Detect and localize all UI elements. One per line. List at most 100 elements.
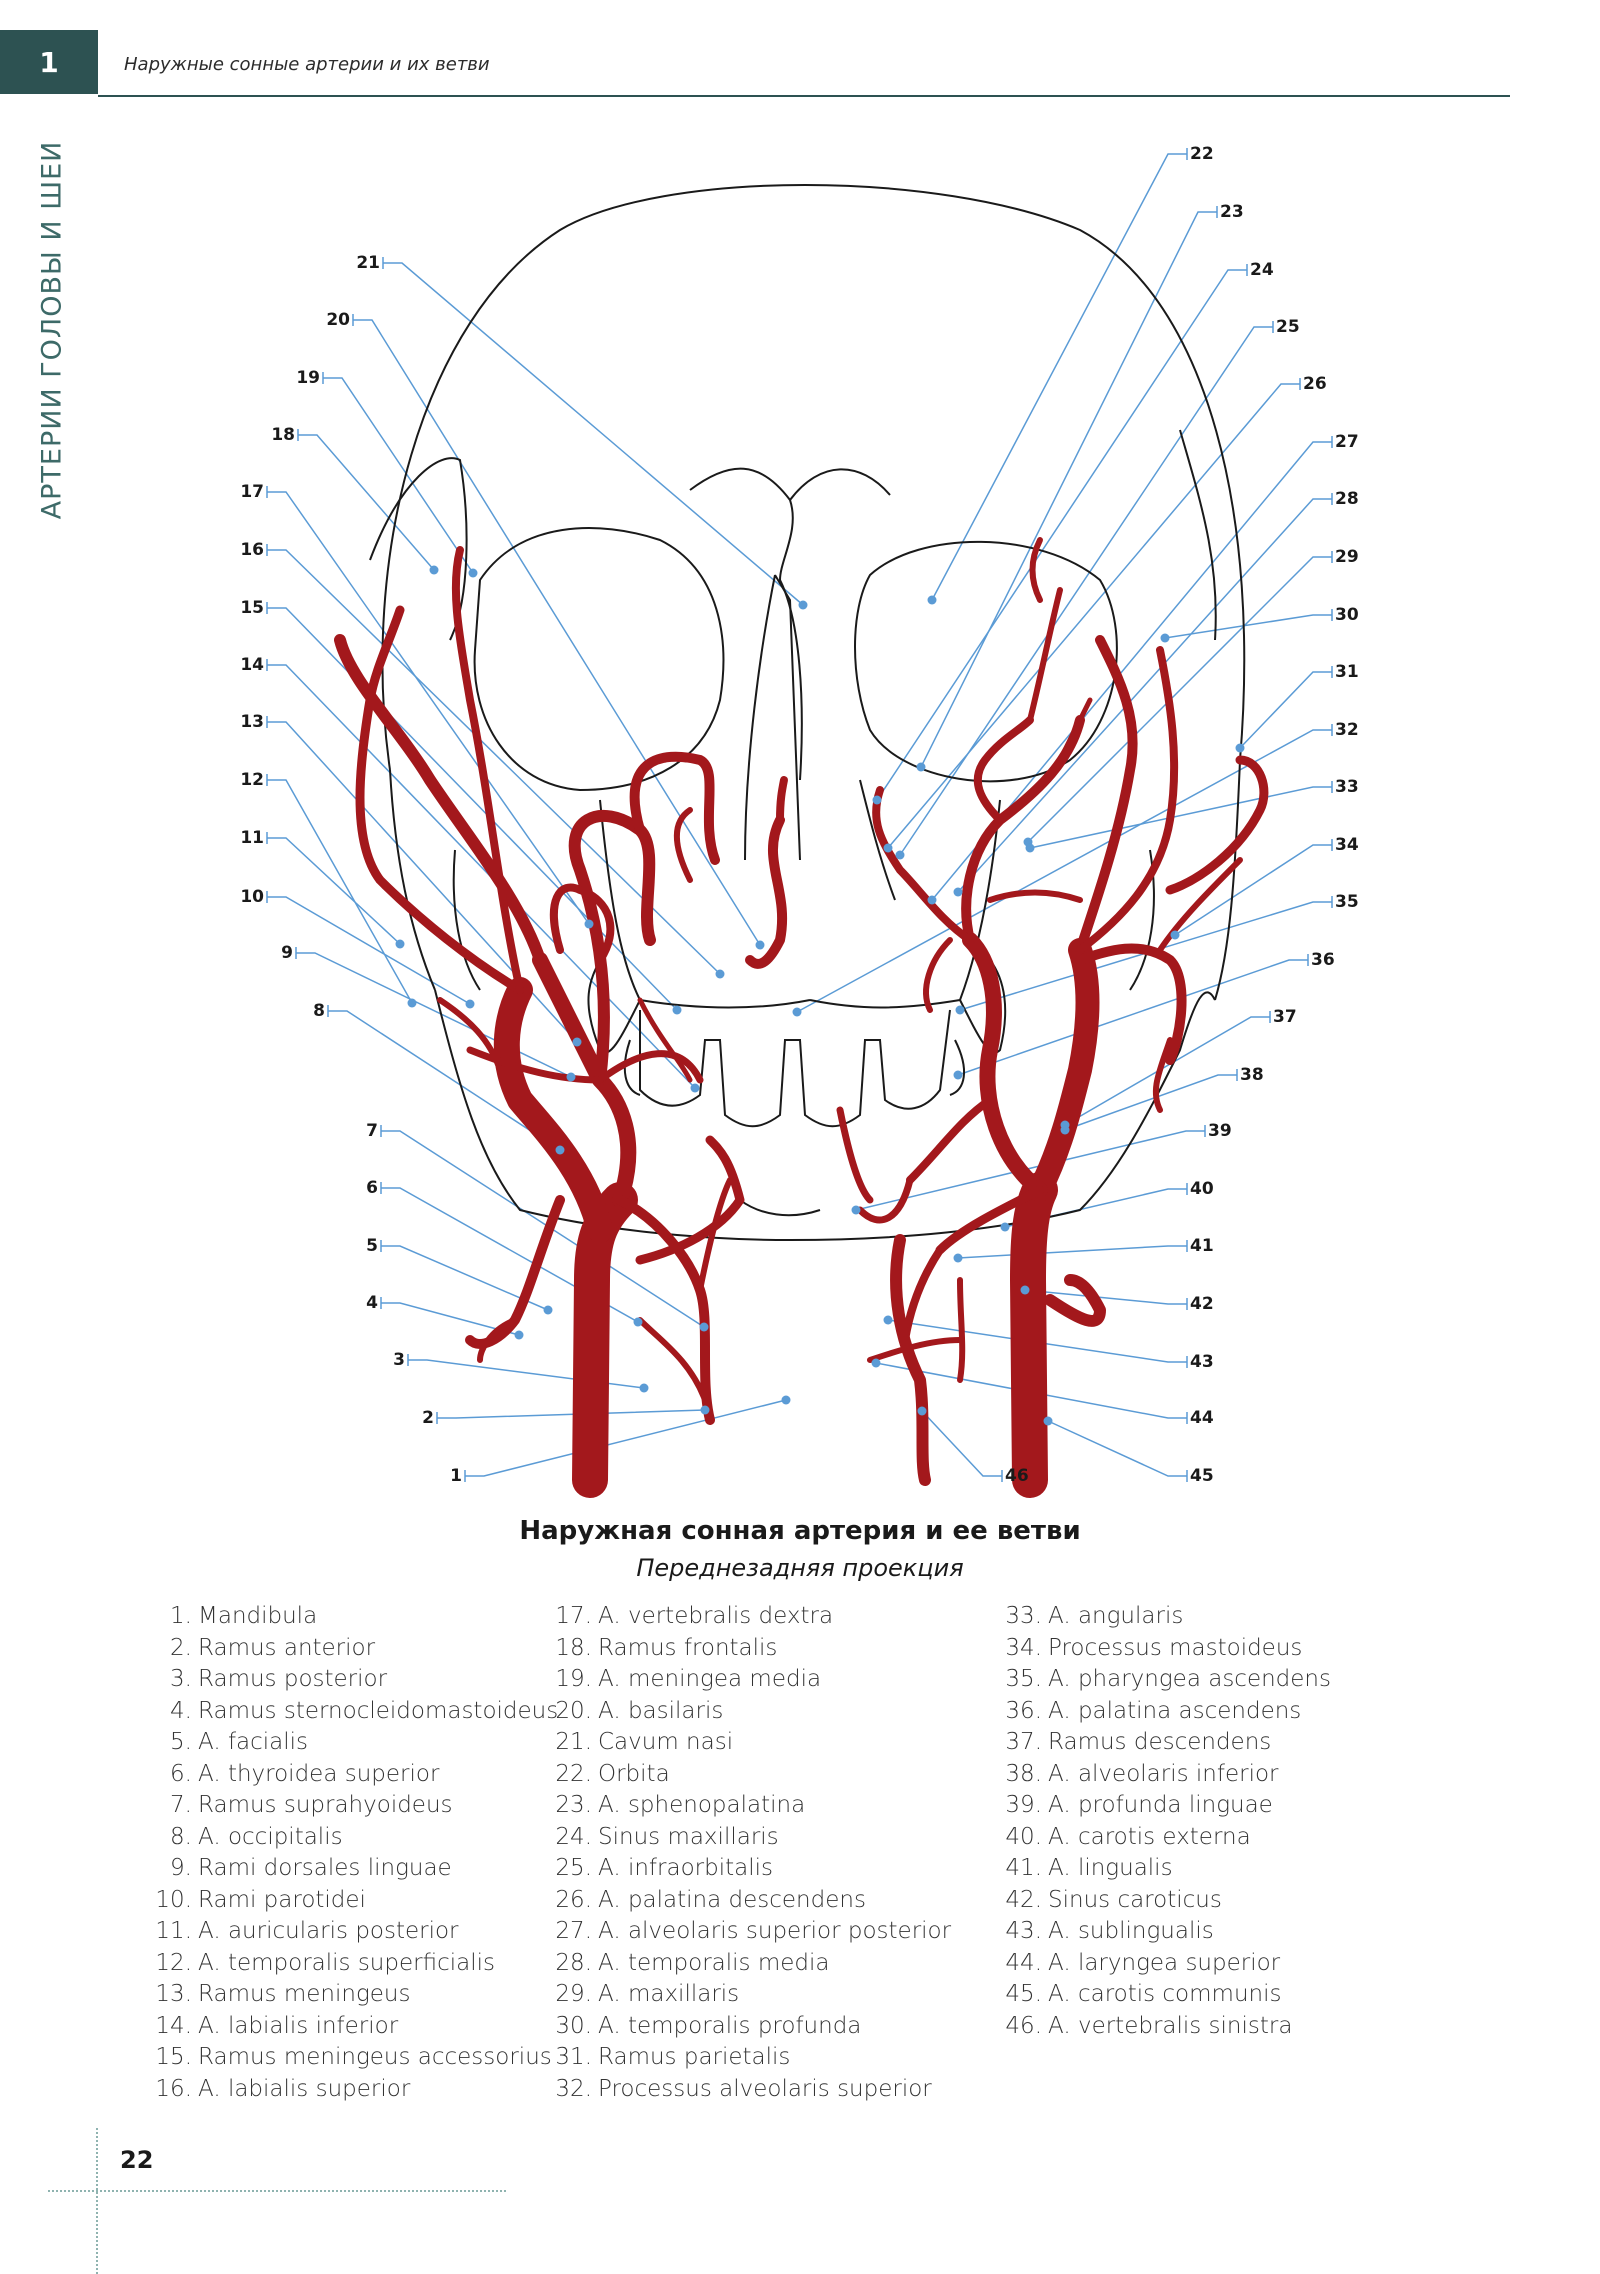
legend-item: 46.A. vertebralis sinistra [998,2013,1331,2045]
callout-7: 7 [366,1121,709,1332]
legend-item: 24.Sinus maxillaris [548,1824,951,1856]
legend-number: 16. [155,2075,192,2102]
callout-number: 23 [1220,202,1244,222]
callout-target-dot [1043,1416,1053,1426]
callout-number: 4 [366,1293,378,1313]
callout-35: 35 [955,892,1359,1015]
legend-number: 3. [170,1666,192,1692]
callout-leader [957,1245,1187,1259]
callout-leader [931,441,1332,901]
legend-item: 44.A. laryngea superior [998,1950,1331,1982]
legend-name: A. carotis communis [1048,1981,1282,2007]
legend-item: 4.Ramus sternocleidomastoideus [98,1698,558,1730]
legend-item: 33.A. angularis [998,1603,1331,1635]
callout-20: 20 [326,310,765,950]
legend-name: Rami dorsales linguae [198,1855,452,1881]
callout-target-dot [699,1322,709,1332]
callout-number: 35 [1335,892,1359,912]
legend-item: 37.Ramus descendens [998,1729,1331,1761]
callout-24: 24 [872,260,1274,805]
legend-item: 11.A. auricularis posterior [98,1918,558,1950]
callout-target-dot [514,1330,524,1340]
legend-item: 34.Processus mastoideus [998,1635,1331,1667]
legend-item: 22.Orbita [548,1761,951,1793]
legend-number: 43. [1005,1918,1042,1944]
callout-28: 28 [953,489,1359,897]
callout-target-dot [798,600,808,610]
callout-43: 43 [883,1315,1214,1372]
legend-name: Ramus suprahyoideus [198,1792,453,1818]
callout-number: 43 [1190,1352,1214,1372]
callout-target-dot [916,762,926,772]
legend-number: 1. [170,1603,192,1629]
callout-number: 14 [240,655,264,675]
legend-item: 3.Ramus posterior [98,1666,558,1698]
callout-leader [353,319,761,946]
legend-name: A. alveolaris superior posterior [598,1918,952,1944]
legend-name: Sinus caroticus [1048,1886,1222,1913]
legend-number: 28. [555,1949,592,1976]
legend-item: 1.Mandibula [98,1603,558,1635]
legend-item: 42.Sinus caroticus [998,1887,1331,1919]
legend-number: 2. [170,1634,192,1661]
legend-number: 31. [555,2044,592,2070]
legend-number: 10. [155,1886,192,1913]
callout-number: 28 [1335,489,1359,509]
legend-item: 5.A. facialis [98,1729,558,1761]
legend-number: 41. [1005,1855,1042,1881]
callout-target-dot [883,1315,893,1325]
legend-number: 8. [170,1823,192,1850]
callout-target-dot [572,1037,582,1047]
callout-leader [957,498,1332,893]
callout-leader [267,721,578,1043]
legend-name: A. vertebralis sinistra [1048,2012,1293,2039]
teeth [639,1009,951,1128]
callout-leader [383,262,804,606]
callout-15: 15 [240,598,682,1015]
callout-target-dot [1020,1285,1030,1295]
callout-number: 30 [1335,605,1359,625]
callout-34: 34 [1170,835,1359,940]
legend-item: 9.Rami dorsales linguae [98,1855,558,1887]
legend-name: Ramus meningeus [198,1981,411,2007]
callout-number: 27 [1335,432,1359,452]
callout-leader [267,664,696,1089]
header-title: Наружные сонные артерии и их ветви [124,54,490,75]
callout-target-dot [672,1005,682,1015]
callout-target-dot [917,1406,927,1416]
callout-number: 10 [240,887,264,907]
legend-name: A. profunda linguae [1048,1792,1273,1818]
callout-number: 25 [1276,317,1300,337]
callout-labels: 1234567891011121314151617181920212223242… [240,144,1359,1486]
callout-target-dot [1025,843,1035,853]
callout-2: 2 [422,1405,710,1428]
callout-target-dot [871,1358,881,1368]
callout-10: 10 [240,887,475,1009]
legend-item: 40.A. carotis externa [998,1824,1331,1856]
legend-name: Ramus meningeus accessorius [198,2044,552,2070]
callout-number: 3 [393,1350,405,1370]
legend-number: 29. [555,1981,592,2007]
figure-subtitle: Переднезадняя проекция [636,1554,964,1582]
callout-target-dot [429,565,439,575]
legend-number: 38. [1005,1760,1042,1787]
section-label-text: АРТЕРИИ ГОЛОВЫ И ШЕИ [36,140,68,520]
callout-number: 37 [1273,1007,1297,1027]
callout-leader [1064,1016,1270,1126]
callout-leader [920,211,1217,768]
page-number: 22 [120,2146,154,2174]
callout-6: 6 [366,1178,643,1327]
callout-leader [1164,614,1332,639]
legend-number: 13. [155,1981,192,2007]
legend-item: 19.A. meningea media [548,1666,951,1698]
legend-name: Ramus parietalis [598,2044,791,2070]
callout-number: 6 [366,1178,378,1198]
legend-name: A. meningea media [598,1666,822,1692]
callout-target-dot [895,850,905,860]
callout-number: 32 [1335,720,1359,740]
callout-leader [1239,671,1332,749]
callout-number: 11 [240,828,264,848]
legend-item: 13.Ramus meningeus [98,1981,558,2013]
legend-name: A. lingualis [1048,1855,1173,1881]
callout-leader [1027,556,1332,843]
